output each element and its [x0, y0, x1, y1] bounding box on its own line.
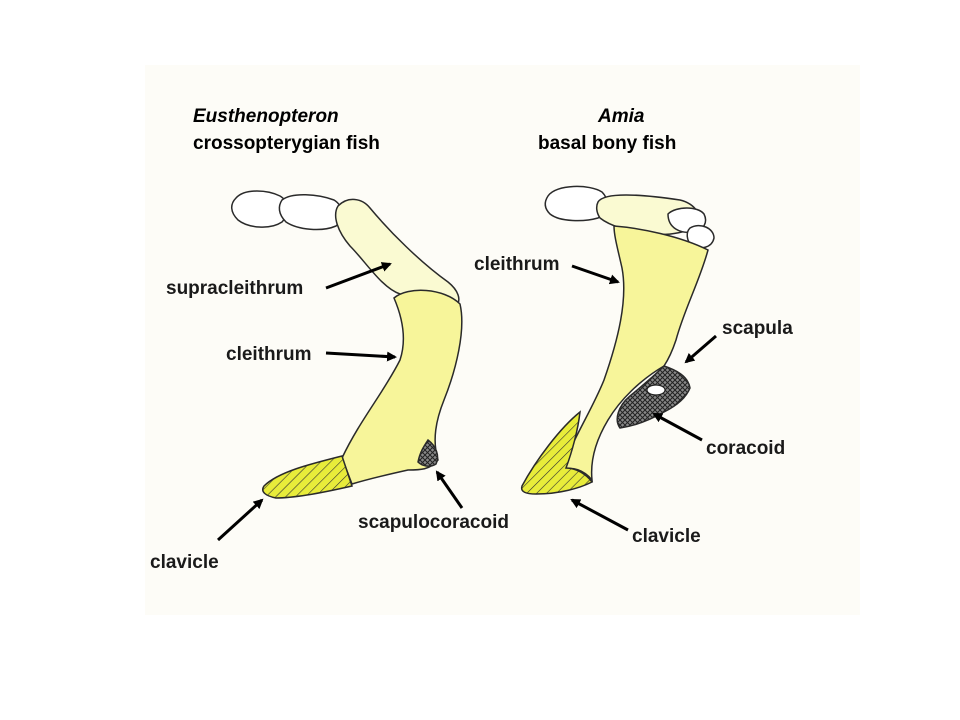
left-cleithrum-label: cleithrum: [226, 344, 312, 365]
scapula-coracoid-bone: [616, 365, 691, 429]
scapula-foramen: [646, 384, 666, 396]
right-clavicle-label: clavicle: [632, 526, 701, 547]
right-clavicle-bone: [520, 410, 594, 495]
amia-girdle: [520, 185, 715, 495]
supracleithrum-bone: [334, 198, 460, 309]
right-upper-ossicle-3: [686, 224, 715, 249]
left-clavicle-bone: [262, 455, 353, 499]
left-title-description: crossopterygian fish: [193, 133, 380, 154]
coracoid-arrow: [652, 412, 703, 442]
right-title-description: basal bony fish: [538, 133, 676, 154]
eusthenopteron-girdle: [231, 190, 463, 499]
supracleithrum-label: supracleithrum: [166, 278, 303, 299]
scapulocoracoid-label: scapulocoracoid: [358, 512, 509, 533]
left-title-genus: Eusthenopteron: [193, 106, 339, 127]
right-cleithrum-label: cleithrum: [474, 254, 560, 275]
coracoid-label: coracoid: [706, 438, 785, 459]
left-cleithrum-bone: [341, 289, 463, 485]
right-cleithrum-bone: [560, 225, 709, 483]
left-upper-ossicle-1: [231, 190, 289, 228]
figure-panel: [145, 65, 860, 615]
left-cleithrum-arrow: [325, 351, 397, 362]
left-upper-ossicle-2: [278, 194, 343, 231]
left-clavicle-arrow: [216, 498, 264, 542]
left-clavicle-label: clavicle: [150, 552, 219, 573]
scapulocoracoid-bone: [417, 438, 439, 467]
scapulocoracoid-arrow: [435, 470, 464, 509]
right-upper-ossicle-1: [544, 185, 608, 222]
right-title-genus: Amia: [597, 106, 645, 127]
supracleithrum-arrow: [325, 262, 392, 290]
scapula-label: scapula: [722, 318, 793, 339]
right-cleithrum-arrow: [571, 264, 620, 285]
right-clavicle-arrow: [570, 498, 629, 532]
scapula-arrow: [684, 334, 717, 364]
